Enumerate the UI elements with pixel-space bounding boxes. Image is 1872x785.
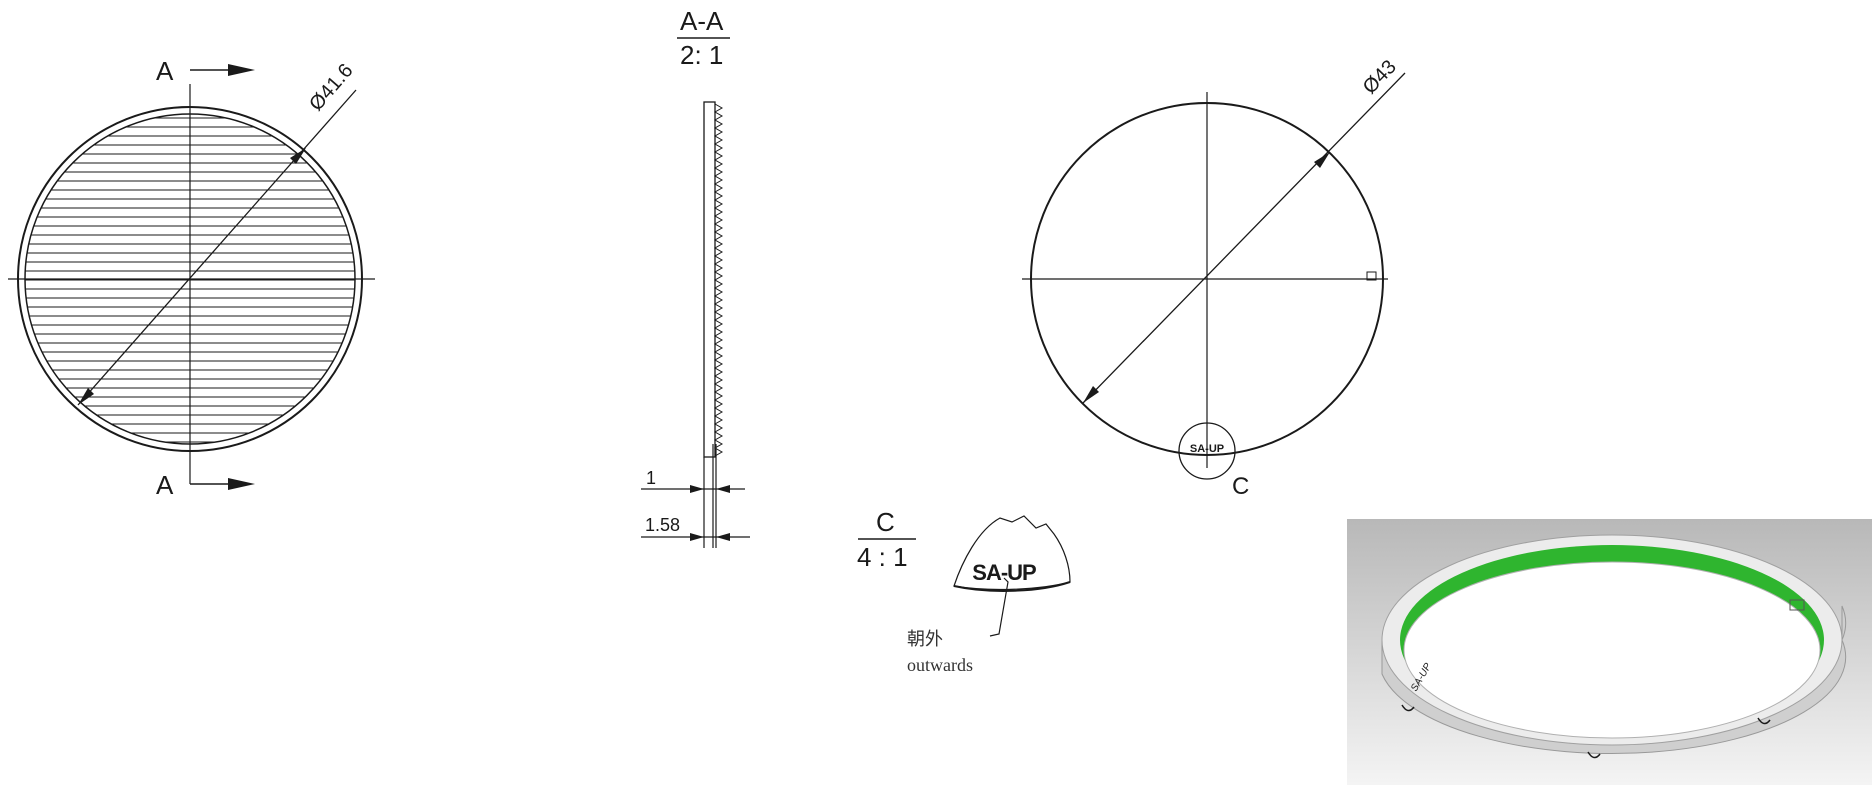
- ring-notch: [1587, 751, 1601, 759]
- dimension-arrowhead: [690, 533, 704, 541]
- section-profile: [703, 101, 716, 458]
- section-title: A-A: [680, 6, 724, 36]
- ring-inner-opening: [1403, 561, 1821, 739]
- back-diameter-label: Ø43: [1359, 56, 1401, 98]
- section-arrowhead: [228, 478, 255, 490]
- dimension-arrowhead: [1314, 152, 1330, 168]
- ring-notch-marker: [1789, 599, 1805, 611]
- dim-thickness-outer: 1.58: [645, 515, 680, 535]
- ring-notch: [1401, 704, 1415, 712]
- dimension-arrowhead: [1083, 386, 1099, 403]
- detail-callout-circle: [1178, 422, 1236, 480]
- section-arrowhead: [228, 64, 255, 76]
- section-serration: [713, 103, 724, 457]
- back-engraving: SA-UP: [1190, 443, 1224, 455]
- section-mark-top: A: [156, 56, 174, 86]
- section-view: A-A 2: 1 1 1.58: [641, 6, 750, 548]
- detail-breakout-outline: [953, 515, 1071, 591]
- section-scale: 2: 1: [680, 40, 723, 70]
- dimension-arrowhead: [78, 388, 94, 405]
- section-mark-bottom: A: [156, 470, 174, 500]
- leader-line: [989, 577, 1009, 637]
- detail-view: C 4 : 1 SA-UP 朝外 outwards: [857, 507, 1071, 675]
- front-view: Ø41.6 A A: [8, 56, 375, 500]
- detail-title: C: [876, 507, 895, 537]
- ring-notch: [1757, 717, 1771, 725]
- dimension-arrowhead: [690, 485, 704, 493]
- dimension-arrowhead: [716, 533, 730, 541]
- detail-callout-label: C: [1232, 473, 1249, 500]
- detail-edge: [953, 581, 1071, 592]
- note-chinese: 朝外: [907, 629, 943, 649]
- detail-engraving: SA-UP: [972, 560, 1036, 585]
- render-view: SA-UP: [1347, 519, 1872, 785]
- dimension-arrowhead: [716, 485, 730, 493]
- diameter-dimension-line: [77, 89, 357, 406]
- dimension-arrowhead: [290, 148, 306, 164]
- note-english: outwards: [907, 655, 973, 675]
- detail-scale: 4 : 1: [857, 542, 908, 572]
- notch-marker: [1366, 271, 1377, 281]
- front-diameter-label: Ø41.6: [305, 60, 357, 116]
- diameter-dimension-line: [1082, 72, 1406, 404]
- dim-thickness-inner: 1: [646, 468, 656, 488]
- back-view: Ø43 SA-UP C: [1022, 56, 1406, 500]
